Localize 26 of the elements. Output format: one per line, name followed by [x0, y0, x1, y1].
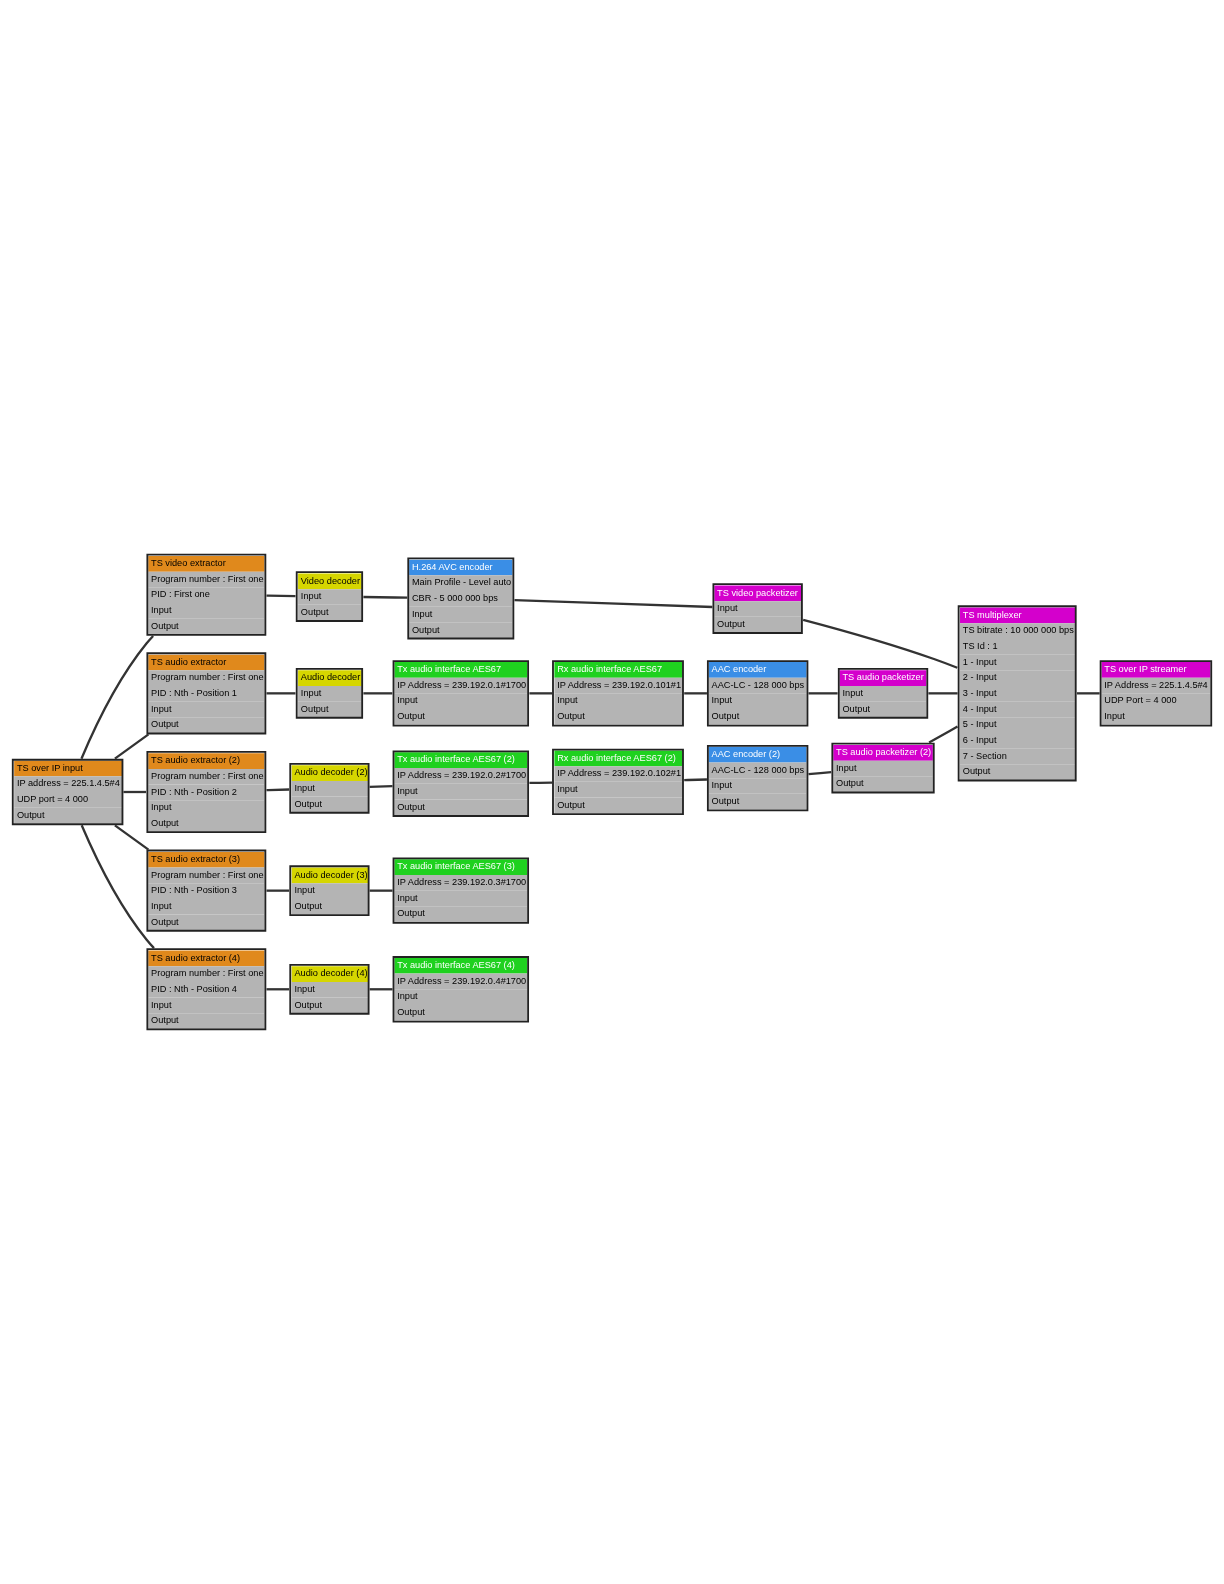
- connector: [114, 733, 150, 760]
- connector: [80, 824, 155, 949]
- connector: [529, 692, 553, 695]
- connector: [363, 692, 393, 695]
- connector: [802, 618, 958, 669]
- connector: [808, 692, 838, 695]
- connector: [80, 635, 154, 760]
- connector: [266, 889, 290, 892]
- connector: [684, 778, 707, 782]
- connector: [808, 771, 832, 776]
- connector: [266, 988, 290, 991]
- connector: [928, 725, 959, 744]
- connector: [123, 790, 147, 794]
- connector: [266, 692, 296, 695]
- connector: [684, 692, 707, 695]
- connector: [1076, 692, 1100, 695]
- connector: [369, 889, 393, 892]
- connector: [114, 824, 150, 851]
- connector: [928, 692, 958, 695]
- connector: [369, 784, 393, 789]
- connector: [266, 788, 290, 792]
- connector: [266, 594, 296, 598]
- connector: [369, 988, 393, 991]
- connector: [363, 595, 408, 599]
- connector: [529, 781, 553, 785]
- connector: [514, 599, 713, 609]
